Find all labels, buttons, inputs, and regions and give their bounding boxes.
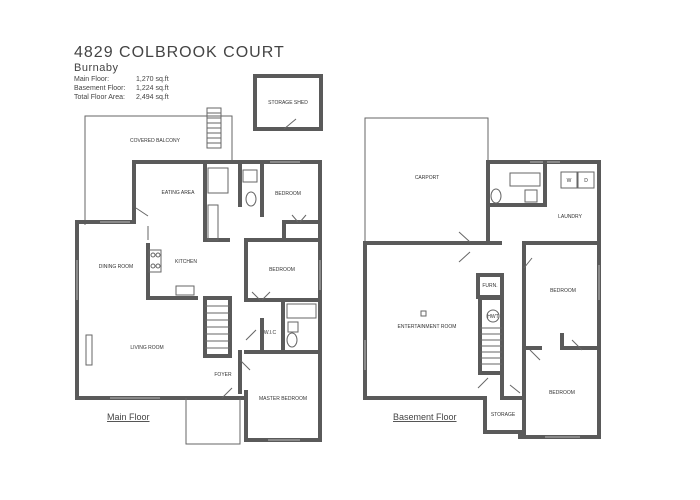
room-label-master-bedroom: MASTER BEDROOM [259,396,307,402]
sink [524,189,538,203]
door [523,257,533,269]
room-label-covered-balcony: COVERED BALCONY [130,138,181,144]
area-value: 2,494 sq.ft [136,94,169,101]
door [458,251,471,263]
room-label-bedroom: BEDROOM [275,191,301,197]
main-floor-plan: COVERED BALCONY EATING AREA BEDROOM DINI… [75,74,323,445]
main-exterior-west [75,160,248,400]
ensuite-sink [287,321,299,333]
hot-water-tank [486,309,500,323]
entry-door [221,387,233,399]
page-title: 4829 COLBROOK COURT [74,44,285,61]
storage-shed-walls [253,74,323,131]
door [571,339,583,351]
basement-exterior-west [363,160,522,439]
dryer-label: D [584,178,588,184]
main-exterior-east [132,160,322,442]
door [239,359,251,371]
room-label-foyer: FOYER [214,372,232,378]
stove [148,249,162,273]
door [509,384,521,394]
room-label-storage-shed: STORAGE SHED [268,100,308,106]
area-value: 1,224 sq.ft [136,85,169,92]
dryer [577,171,595,189]
sink [242,169,258,183]
toilet [490,188,502,204]
shed-door [283,118,297,130]
page-subtitle: Burnaby [74,62,119,74]
room-label-bedroom-2: BEDROOM [549,390,575,396]
area-label: Main Floor: [74,76,110,83]
balcony-stairs [206,107,222,149]
washer-label: W [567,178,572,184]
room-label-laundry: LAUNDRY [558,214,582,220]
balcony-outline [84,115,233,225]
porch-outline [185,398,241,445]
ensuite-toilet [286,332,298,348]
room-label-eating-area: EATING AREA [162,190,196,196]
room-label-bedroom: BEDROOM [550,288,576,294]
room-label-entertainment-room: ENTERTAINMENT ROOM [398,324,457,330]
basement-floor-plan: CARPORT LAUNDRY W D BEDROOM FURN. HWT EN… [363,117,601,439]
basement-stairs [478,296,504,375]
laundry-tub [509,172,541,187]
carport-outline [364,117,489,243]
washer [560,171,578,189]
support-post [420,310,427,317]
room-label-carport: CARPORT [415,175,439,181]
floor-label-basement: Basement Floor [393,412,457,422]
main-stairs [203,296,232,358]
door [135,207,149,217]
kitchen-counter [146,243,198,300]
vanity [207,204,219,241]
bathtub [207,167,229,194]
toilet [245,191,257,207]
door [477,377,489,389]
fireplace [85,334,93,366]
floor-label-main: Main Floor [107,412,150,422]
room-label-bedroom-2: BEDROOM [269,267,295,273]
kitchen-sink [175,285,195,296]
furn-label: FURN. [482,283,497,289]
door [245,329,257,341]
room-label-wic: W.I.C [264,330,277,336]
closet-doors [251,291,271,301]
closet-doors [291,214,307,223]
ensuite-tub [286,303,317,319]
door [458,231,471,243]
room-label-dining-room: DINING ROOM [99,264,133,270]
room-label-storage: STORAGE [491,412,516,418]
room-label-living-room: LIVING ROOM [130,345,163,351]
room-label-kitchen: KITCHEN [175,259,197,265]
area-value: 1,270 sq.ft [136,76,169,83]
door [529,349,541,361]
area-label: Total Floor Area: [74,94,125,101]
area-label: Basement Floor: [74,85,126,92]
hwt-label: HWT [487,314,498,320]
